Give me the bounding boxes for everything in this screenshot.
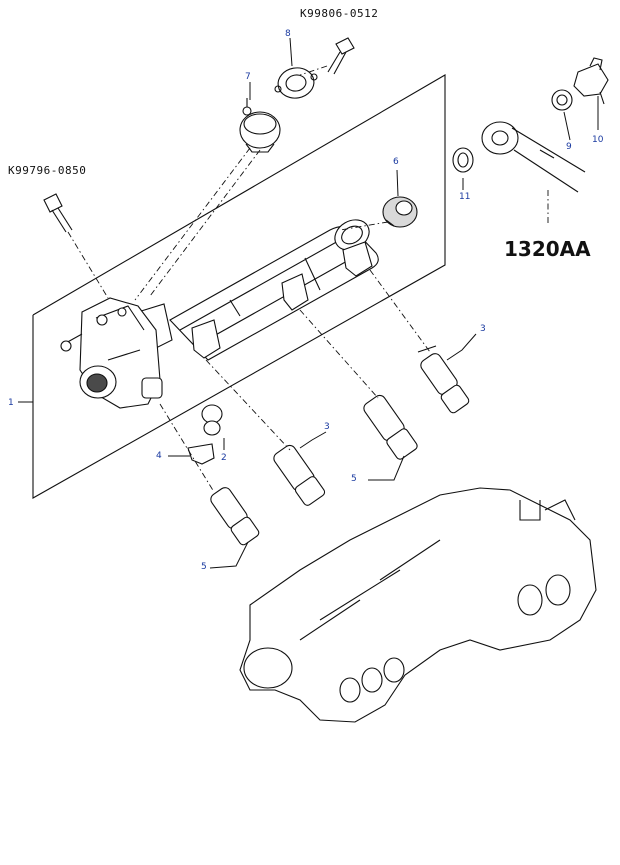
callout-8: 8: [285, 29, 291, 39]
part-code-bolt-left: K99796-0850: [8, 164, 86, 177]
washer: [551, 89, 573, 111]
pressure-regulator: [239, 98, 281, 153]
clip-4: [187, 443, 215, 465]
callout-11: 11: [459, 192, 470, 202]
bolt-top: [327, 37, 355, 75]
fuel-injector-center: [363, 394, 418, 460]
group-code-label: 1320AA: [504, 237, 591, 261]
fuel-injector-left: [210, 487, 260, 546]
fuel-injector-left-center: [273, 444, 326, 506]
callout-7: 7: [245, 72, 251, 82]
callout-6: 6: [393, 157, 399, 167]
callout-2: 2: [221, 453, 227, 463]
callout-10: 10: [592, 135, 604, 145]
o-ring: [452, 147, 474, 173]
assembly-guide-lines: [67, 65, 549, 493]
fuel-line: [481, 121, 586, 193]
callout-3-right: 3: [480, 324, 486, 334]
throttle-body: [60, 297, 163, 409]
callout-5-left: 5: [201, 562, 207, 572]
fuel-fitting: [573, 57, 609, 105]
callout-4: 4: [156, 451, 162, 461]
callout-9: 9: [566, 142, 572, 152]
fuel-injector-right: [417, 345, 470, 414]
assembly-frame: [32, 74, 446, 499]
callout-leaders: [168, 37, 599, 569]
callout-3-left: 3: [324, 422, 330, 432]
callout-1: 1: [8, 398, 14, 408]
insulator-2: [201, 404, 223, 436]
grommet: [382, 196, 418, 228]
regulator-gasket: [274, 67, 318, 99]
intake-manifold: [239, 487, 597, 723]
part-code-bolt-top: K99806-0512: [300, 7, 378, 20]
callout-5-center: 5: [351, 474, 357, 484]
fuel-rail: [137, 219, 379, 361]
bolt-left: [43, 193, 73, 233]
